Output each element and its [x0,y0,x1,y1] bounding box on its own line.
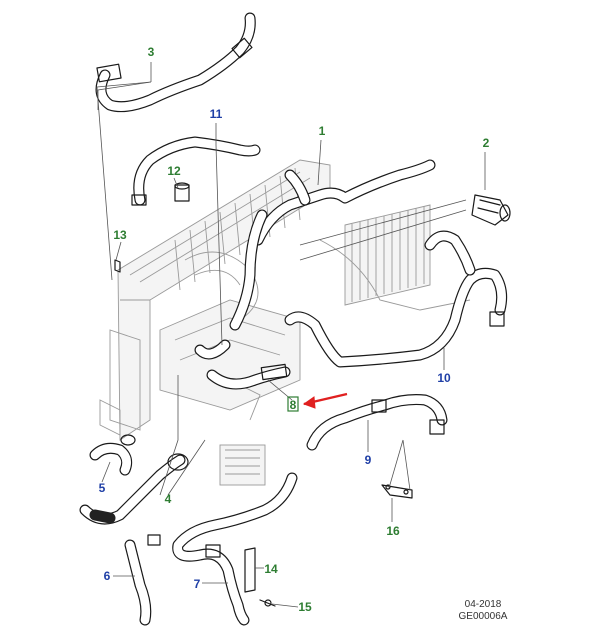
hose-central [194,209,268,360]
callout-2: 2 [483,136,490,150]
callout-3: 3 [148,45,155,59]
callout-14: 14 [264,562,278,576]
connector-2 [471,194,511,226]
highlight-arrow [302,392,348,409]
hose-9 [306,394,448,451]
condenser-fins [351,206,425,302]
hose-1 [252,159,436,246]
bracket-16 [381,484,413,499]
hose-10 [284,230,508,368]
hose-8 [206,363,291,390]
connector-5 [89,434,136,476]
callout-12: 12 [167,164,181,178]
callout-1: 1 [319,124,326,138]
hose-6 [124,534,161,626]
hose-11 [131,136,261,206]
hose-4 [79,453,189,525]
footer-date: 04-2018 [464,599,502,610]
engine-assembly-background [99,159,471,486]
footer-code: GE00006A [458,611,508,622]
callout-labels: 3 11 1 2 12 13 10 8 9 16 5 4 6 7 14 15 [99,45,490,614]
hose-7 [172,472,298,626]
callout-8-box: 8 [287,396,299,412]
callout-16: 16 [386,524,400,538]
callout-7: 7 [194,577,201,591]
clip-13 [114,259,121,273]
callout-11: 11 [210,107,223,121]
callout-10: 10 [437,371,451,385]
callout-6: 6 [104,569,111,583]
callout-15: 15 [298,600,312,614]
connector-12 [174,182,190,202]
callout-4: 4 [165,492,172,506]
callout-5: 5 [99,481,106,495]
clip-15 [259,599,276,607]
hose-3 [95,12,256,113]
callout-8: 8 [290,398,297,412]
leader-lines [96,62,486,608]
callout-13: 13 [113,228,127,242]
callout-9: 9 [365,453,372,467]
bracket-14 [244,547,256,593]
